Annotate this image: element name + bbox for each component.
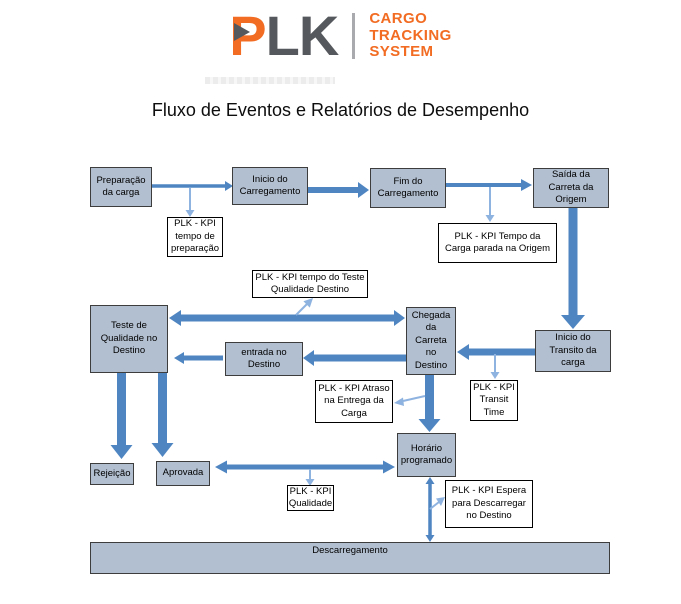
arrow-inicio-to-fim-carregamento [308, 182, 369, 198]
kpi-tempo-preparacao: PLK - KPI tempo de preparação [167, 217, 223, 257]
logo-tagline-blur [205, 77, 335, 84]
node-teste-qualidade-destino: Teste de Qualidade no Destino [90, 305, 168, 373]
product-line-1: CARGO [369, 10, 428, 28]
arrow-branch-kpi-qualidade [305, 469, 315, 486]
arrow-teste-to-aprovada [151, 373, 174, 457]
node-entrada-destino: entrada no Destino [225, 342, 303, 376]
arrow-entrada-to-teste [174, 352, 223, 364]
plk-wordmark: PLK [229, 8, 339, 64]
plk-logo: PLK CARGO TRACKING SYSTEM [0, 8, 681, 64]
node-chegada-carreta-destino: Chegada da Carreta no Destino [406, 307, 456, 375]
kpi-atraso-entrega-carga: PLK - KPI Atraso na Entrega da Carga [315, 380, 393, 423]
arrow-preparacao-to-inicio-carregamento [152, 181, 233, 191]
arrow-saida-to-inicio-transito [561, 208, 585, 329]
arrow-inicio-transito-to-chegada [457, 344, 535, 360]
kpi-tempo-carga-parada-origem: PLK - KPI Tempo da Carga parada na Orige… [438, 223, 557, 263]
arrow-teste-to-rejeicao [110, 373, 133, 459]
node-descarregamento: Descarregamento [90, 542, 610, 574]
product-line-3: SYSTEM [369, 43, 434, 61]
kpi-transit-time: PLK - KPI Transit Time [470, 380, 518, 421]
product-line-2: TRACKING [369, 26, 452, 44]
arrow-branch-kpi-espera [429, 497, 445, 510]
plk-letters-lk: LK [265, 4, 340, 67]
node-preparacao-carga: Preparação da carga [90, 167, 152, 207]
kpi-tempo-teste-qualidade-destino: PLK - KPI tempo do Teste Qualidade Desti… [252, 270, 368, 298]
arrow-chegada-to-horario [418, 375, 441, 432]
arrow-chegada-to-entrada [303, 350, 406, 366]
arrow-teste-chegada-double [169, 310, 405, 326]
arrow-aprovada-horario-double [215, 460, 395, 474]
logo-divider [352, 13, 356, 59]
arrow-branch-kpi-tempo-preparacao [185, 188, 195, 217]
product-name: CARGO TRACKING SYSTEM [369, 11, 451, 61]
arrow-branch-kpi-atraso [394, 395, 426, 406]
node-inicio-transito-carga: Inicio do Transito da carga [535, 330, 611, 372]
node-saida-carreta-origem: Saída da Carreta da Origem [533, 168, 609, 208]
node-rejeicao: Rejeição [90, 463, 134, 485]
arrow-horario-descarregamento-double [425, 477, 435, 542]
arrow-branch-kpi-tempo-teste [295, 298, 313, 316]
node-inicio-carregamento: Inicio do Carregamento [232, 167, 308, 205]
kpi-qualidade: PLK - KPI Qualidade [287, 485, 334, 511]
arrow-fim-to-saida-carreta [446, 179, 532, 191]
node-horario-programado: Horário programado [397, 433, 456, 477]
node-fim-carregamento: Fim do Carregamento [370, 168, 446, 208]
arrow-branch-kpi-transit-time [490, 354, 500, 379]
node-aprovada: Aprovada [156, 461, 210, 486]
plk-arrow-icon [234, 23, 251, 41]
arrow-branch-kpi-tempo-parada-origem [485, 187, 495, 222]
kpi-espera-descarregar-destino: PLK - KPI Espera para Descarregar no Des… [445, 480, 533, 528]
page-title: Fluxo de Eventos e Relatórios de Desempe… [151, 100, 530, 120]
